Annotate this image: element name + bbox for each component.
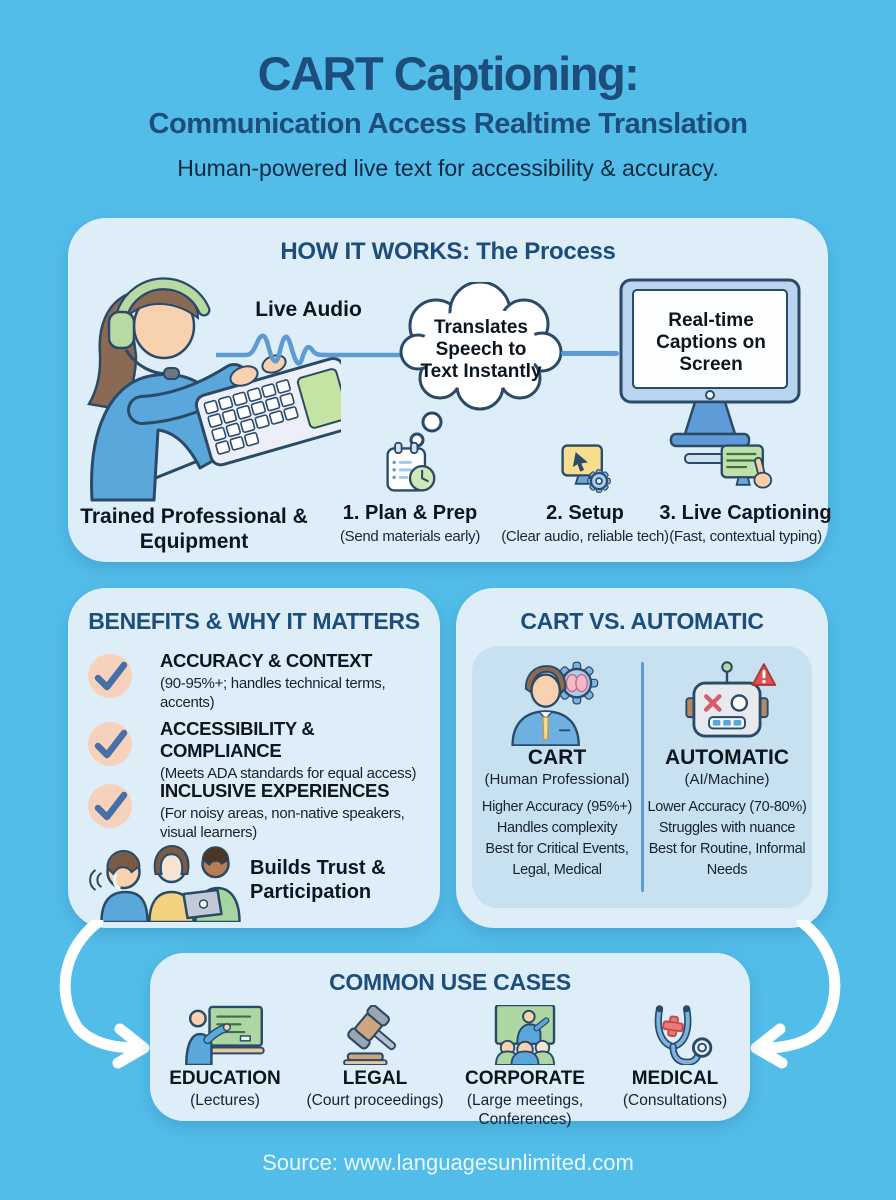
benefit-heading: ACCURACY & CONTEXT — [160, 650, 373, 671]
benefits-panel: BENEFITS & WHY IT MATTERS ACCURACY & CON… — [68, 588, 440, 928]
monitor-gear-icon — [561, 444, 611, 493]
automatic-name: AUTOMATIC — [664, 746, 790, 769]
cart-point: Best for Critical Events, Legal, Medical — [485, 841, 629, 879]
benefit-heading: INCLUSIVE EXPERIENCES — [160, 780, 390, 801]
benefit-item: ACCESSIBILITY & COMPLIANCE (Meets ADA st… — [84, 718, 424, 784]
use-case-name: CORPORATE — [465, 1068, 585, 1089]
use-case-education: EDUCATION (Lectures) — [150, 1005, 300, 1129]
use-case-detail: (Court proceedings) — [306, 1092, 444, 1109]
human-professional-icon — [511, 661, 599, 747]
comparison-box: CART (Human Professional) Higher Accurac… — [472, 646, 812, 908]
use-case-detail: (Consultations) — [622, 1092, 728, 1109]
robot-warning-icon — [685, 661, 777, 738]
cart-point: Higher Accuracy (95%+) — [481, 799, 633, 815]
step-plan-prep: 1. Plan & Prep (Send materials early) — [330, 440, 490, 545]
use-case-detail: (Lectures) — [190, 1092, 260, 1109]
automatic-point: Lower Accuracy (70-80%) — [647, 799, 807, 815]
calendar-clock-icon — [386, 441, 436, 492]
use-cases-title: COMMON USE CASES — [329, 969, 571, 995]
cart-type: (Human Professional) — [484, 771, 630, 788]
automatic-point: Struggles with nuance — [658, 820, 796, 837]
step-subtitle: (Send materials early) — [339, 528, 481, 545]
check-icon — [88, 654, 132, 698]
cart-name: CART — [527, 746, 587, 769]
left-flow-arrow — [59, 920, 150, 1069]
check-icon — [88, 784, 132, 828]
check-icon — [88, 722, 132, 766]
step-subtitle: (Fast, contextual typing) — [669, 528, 822, 545]
benefit-detail: (For noisy areas, non-native speakers, v… — [160, 805, 405, 841]
automatic-type: (AI/Machine) — [684, 771, 770, 788]
benefits-title: BENEFITS & WHY IT MATTERS — [88, 608, 420, 634]
inclusive-people-icon — [89, 844, 241, 922]
trust-note: Builds Trust & Participation — [250, 857, 386, 903]
use-cases-panel: COMMON USE CASES EDUCA — [150, 953, 750, 1128]
page-subtitle: Communication Access Realtime Translatio… — [148, 108, 748, 140]
how-it-works-panel: HOW IT WORKS: The Process — [68, 218, 832, 562]
cart-point: Handles complexity — [496, 820, 618, 837]
use-case-medical: MEDICAL (Consultations) — [600, 1005, 750, 1129]
use-case-legal: LEGAL (Court proceedings) — [300, 1004, 450, 1129]
comparison-title: CART VS. AUTOMATIC — [520, 608, 764, 634]
cloud-caption: Translates Speech to Text Instantly — [420, 317, 542, 383]
benefit-detail: (90-95%+; handles technical terms, accen… — [160, 675, 386, 711]
equipment-caption: Trained Professional & Equipment — [80, 505, 308, 554]
benefit-heading: ACCESSIBILITY & COMPLIANCE — [160, 718, 315, 761]
how-it-works-title: HOW IT WORKS: The Process — [280, 238, 616, 265]
step-title: 1. Plan & Prep — [342, 502, 478, 524]
cart-column: CART (Human Professional) Higher Accurac… — [472, 646, 642, 908]
legal-gavel-icon — [343, 1004, 397, 1066]
step-setup: 2. Setup (Clear audio, reliable tech) — [490, 440, 680, 545]
medical-stethoscope-icon — [654, 1005, 713, 1066]
monitor-caption: Real-time Captions on Screen — [656, 310, 766, 376]
source-credit: Source: www.languagesunlimited.com — [262, 1150, 634, 1175]
captioner-woman-icon — [87, 277, 341, 502]
use-case-detail: (Large meetings, Conferences) — [466, 1092, 584, 1128]
step-live-captioning: 3. Live Captioning (Fast, contextual typ… — [658, 440, 833, 545]
thought-cloud-icon — [399, 282, 563, 448]
corporate-meeting-icon — [494, 1003, 556, 1066]
step-title: 2. Setup — [546, 502, 624, 524]
divider — [640, 662, 644, 892]
audio-waveform-icon — [216, 333, 408, 366]
screen-typing-icon — [720, 444, 772, 489]
signal-line — [561, 351, 619, 356]
automatic-point: Best for Routine, Informal Needs — [648, 841, 806, 879]
education-icon — [185, 1005, 265, 1067]
use-case-name: MEDICAL — [631, 1068, 719, 1089]
benefit-detail: (Meets ADA standards for equal access) — [160, 765, 417, 782]
use-case-corporate: CORPORATE (Large meetings, Conferences) — [450, 1003, 600, 1129]
use-case-name: EDUCATION — [169, 1068, 281, 1089]
automatic-column: AUTOMATIC (AI/Machine) Lower Accuracy (7… — [642, 646, 812, 908]
page-title: CART Captioning: — [257, 47, 640, 100]
monitor-icon — [619, 278, 801, 464]
use-case-name: LEGAL — [342, 1068, 408, 1089]
comparison-panel: CART VS. AUTOMATIC — [456, 588, 828, 928]
benefit-item: ACCURACY & CONTEXT (90-95%+; handles tec… — [84, 650, 424, 713]
step-subtitle: (Clear audio, reliable tech) — [501, 528, 669, 545]
step-title: 3. Live Captioning — [659, 502, 832, 524]
right-flow-arrow — [750, 920, 841, 1069]
page-tagline: Human-powered live text for accessibilit… — [177, 155, 719, 181]
live-audio-label: Live Audio — [255, 298, 362, 321]
benefit-item: INCLUSIVE EXPERIENCES (For noisy areas, … — [84, 780, 424, 843]
